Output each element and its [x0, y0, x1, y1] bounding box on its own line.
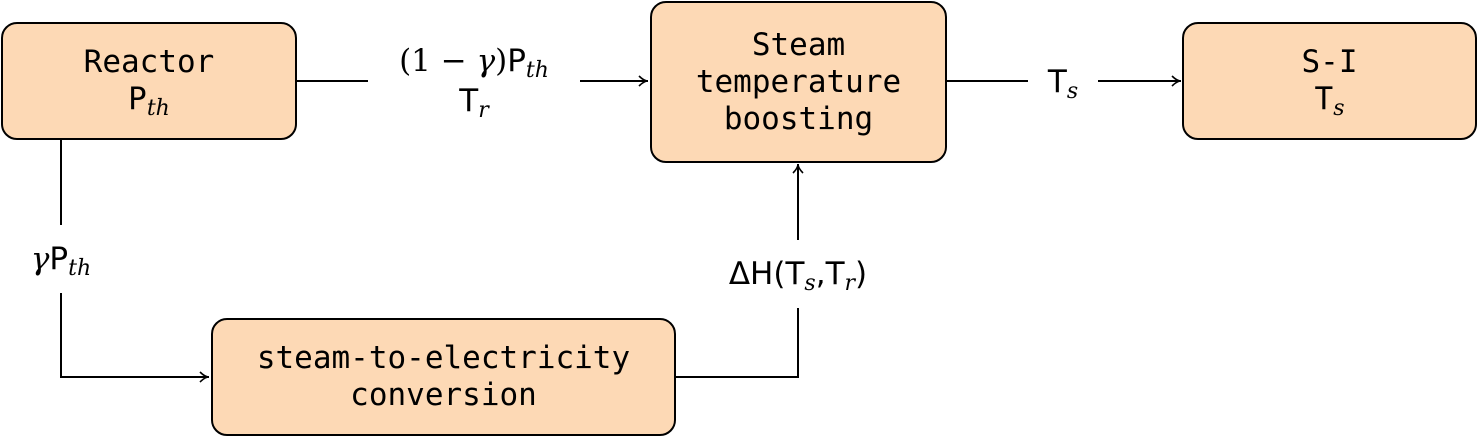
arrow-conversion-to-boost: [675, 163, 804, 378]
steam-to-electricity-node: steam-to-electricity conversion: [211, 318, 676, 436]
label-reactor-to-conversion: γPth: [6, 225, 116, 293]
label-boost-to-si-text: Ts: [1047, 64, 1079, 104]
steam-temperature-boosting-node: Steam temperature boosting: [650, 1, 947, 163]
reactor-node: Reactor Pth: [1, 22, 297, 140]
label-conversion-to-boost: ΔH(Ts,Tr): [692, 240, 904, 308]
label-reactor-to-boost: (1 − γ)Pth Tr: [368, 37, 580, 125]
arrow-reactor-to-conversion: [60, 140, 210, 383]
boost-line-3: boosting: [723, 100, 874, 137]
label-reactor-to-boost-line1: (1 − γ)Pth: [399, 43, 549, 83]
label-reactor-to-conversion-text: γPth: [30, 241, 92, 281]
si-title: S-I: [1301, 44, 1358, 80]
si-node: S-I Ts: [1182, 22, 1477, 140]
si-temperature: Ts: [1314, 81, 1345, 121]
conversion-line-1: steam-to-electricity: [256, 340, 631, 376]
reactor-power: Pth: [128, 81, 170, 121]
conversion-line-2: conversion: [350, 377, 537, 413]
boost-line-1: Steam: [751, 26, 846, 63]
boost-line-2: temperature: [695, 63, 902, 100]
label-boost-to-si: Ts: [1028, 62, 1098, 104]
label-reactor-to-boost-line2: Tr: [459, 83, 489, 123]
reactor-title: Reactor: [83, 44, 215, 80]
label-conversion-to-boost-text: ΔH(Ts,Tr): [728, 256, 868, 296]
